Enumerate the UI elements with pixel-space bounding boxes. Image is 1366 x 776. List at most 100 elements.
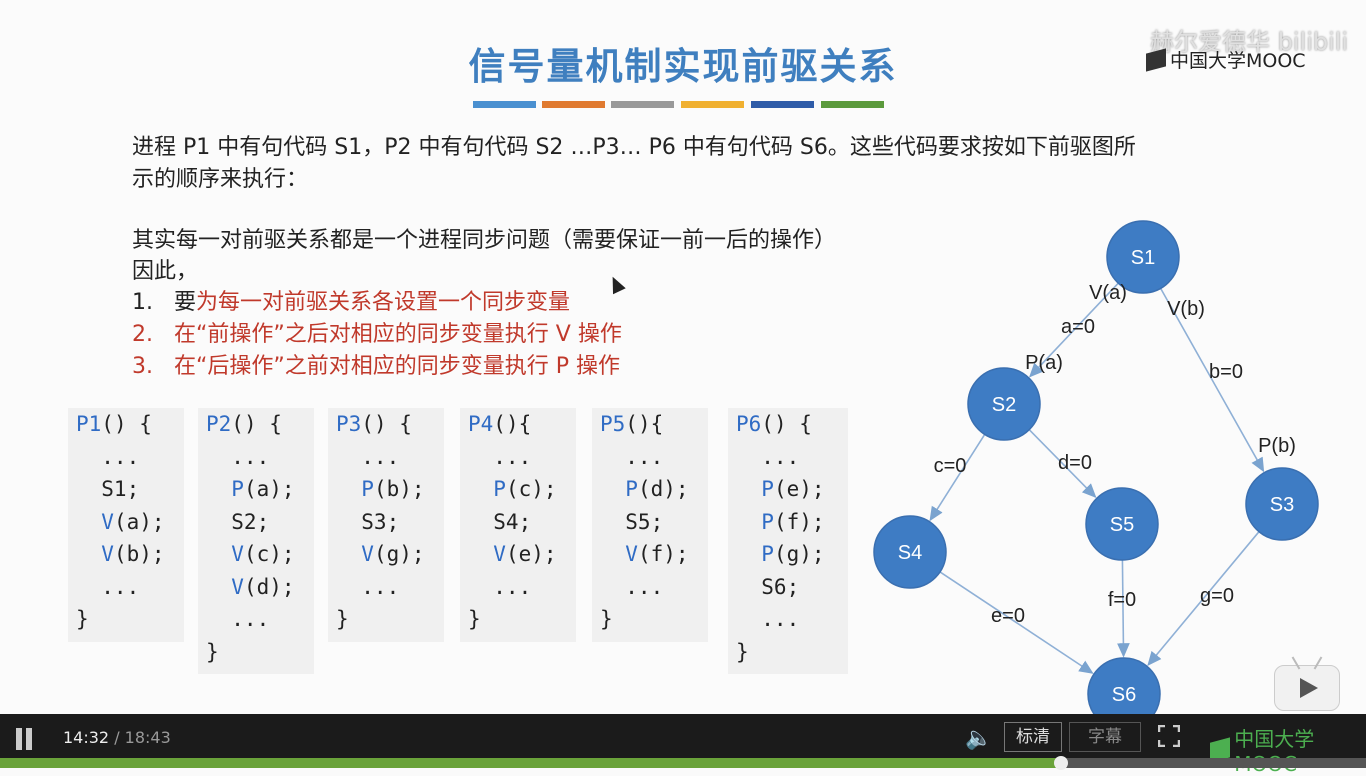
- code-line: ...: [206, 444, 270, 469]
- semaphore-op: V: [231, 574, 244, 599]
- edge-s5-s6: [1117, 559, 1130, 658]
- code-block-p4: P4(){ ... P(c); S4; V(e); ...}: [460, 408, 576, 642]
- code-line: S1;: [76, 477, 140, 501]
- mooc-logo-top: 中国大学MOOC: [1146, 46, 1306, 73]
- edge-label: P(b): [1258, 435, 1296, 457]
- semaphore-op: P: [761, 509, 774, 534]
- pause-icon-bar-right: [26, 728, 32, 750]
- code-line: P(a);: [231, 477, 295, 501]
- semaphore-op: V: [231, 542, 244, 566]
- code-line: ...: [206, 607, 270, 631]
- intro-line-2: 示的顺序来执行：: [132, 167, 309, 192]
- step-prefix: 要: [173, 290, 196, 315]
- step-highlight: 在“后操作”之前对相应的同步变量执行 P 操作: [173, 354, 621, 379]
- code-brace: () {: [761, 412, 812, 436]
- title-color-bar: [542, 101, 605, 108]
- semaphore-op: P: [761, 542, 774, 566]
- semaphore-op: P: [361, 477, 374, 501]
- play-button[interactable]: [1274, 656, 1340, 711]
- code-close-brace: }: [206, 639, 219, 664]
- code-line: V(c);: [231, 542, 295, 566]
- node-label-s1: S1: [1131, 247, 1155, 269]
- edge-s1-s2: [1029, 282, 1119, 378]
- code-block-p6: P6() { ... P(e); P(f); P(g); S6; ...}: [728, 408, 848, 674]
- code-block-p3: P3() { ... P(b); S3; V(g); ...}: [328, 408, 444, 642]
- intro-line-1: 进程 P1 中有句代码 S1，P2 中有句代码 S2 …P3… P6 中有句代码…: [132, 135, 1136, 160]
- quality-button[interactable]: 标清: [1004, 722, 1062, 752]
- progress-bar[interactable]: [0, 756, 1366, 770]
- code-close-brace: }: [600, 607, 613, 631]
- title-color-bar: [821, 101, 884, 108]
- pause-button[interactable]: [14, 728, 34, 750]
- code-block-p2: P2() { ... P(a); S2; V(c); V(d); ...}: [198, 408, 314, 674]
- code-line: P(b);: [361, 477, 425, 501]
- slide: 信号量机制实现前驱关系 赫尔爱德华 bilibili 中国大学MOOC 进程 P…: [68, 28, 1349, 714]
- node-s1: [1106, 220, 1180, 294]
- code-block-p5: P5(){ ... P(d); S5; V(f); ...}: [592, 408, 708, 642]
- node-label-s2: S2: [992, 394, 1016, 416]
- code-line: V(d);: [231, 574, 295, 599]
- node-s2: [967, 367, 1041, 441]
- semaphore-op: V: [361, 542, 374, 566]
- code-line: ...: [336, 574, 400, 599]
- code-line: S2;: [206, 509, 270, 534]
- code-line: V(f);: [625, 542, 689, 566]
- code-line: P(c);: [493, 477, 557, 501]
- code-line: ...: [336, 444, 400, 469]
- code-header: P4(){: [468, 408, 576, 441]
- code-line: P(e);: [761, 477, 825, 501]
- code-line: S6;: [736, 574, 800, 599]
- code-header: P2() {: [206, 408, 314, 441]
- code-line: V(g);: [361, 542, 425, 566]
- code-close-brace: }: [468, 607, 481, 631]
- progress-knob[interactable]: [1054, 756, 1069, 770]
- step-number: 3.: [132, 354, 153, 379]
- code-close-brace: }: [736, 639, 749, 664]
- edge-label: g=0: [1200, 585, 1234, 607]
- bilibili-watermark: 赫尔爱德华 bilibili: [1150, 28, 1349, 56]
- step-highlight: 为每一对前驱关系各设置一个同步变量: [196, 290, 571, 315]
- code-header: P6() {: [736, 408, 848, 441]
- edge-label: V(a): [1089, 282, 1127, 304]
- mooc-brand-text: 中国大学MOOC: [1234, 727, 1315, 776]
- node-s3: [1245, 467, 1319, 541]
- edge-s2-s5: [1028, 429, 1097, 499]
- title-color-bar: [751, 101, 814, 108]
- code-line: V(b);: [101, 542, 165, 566]
- process-name: P5: [600, 412, 626, 436]
- code-block-p1: P1() { ... S1; V(a); V(b); ...}: [68, 408, 184, 642]
- subtitle-button[interactable]: 字幕: [1069, 722, 1141, 752]
- process-name: P2: [206, 412, 232, 436]
- code-header: P5(){: [600, 408, 708, 441]
- process-name: P4: [468, 412, 494, 436]
- code-line: ...: [736, 444, 800, 469]
- code-close-brace: }: [336, 607, 349, 631]
- code-line: P(f);: [761, 509, 825, 534]
- mooc-brand: 中国大学MOOC: [1210, 723, 1366, 776]
- node-s4: [873, 515, 947, 589]
- code-brace: () {: [231, 412, 282, 436]
- step-2: 2. 在“前操作”之后对相应的同步变量执行 V 操作: [132, 319, 622, 351]
- code-line: ...: [76, 444, 140, 469]
- node-s5: [1085, 487, 1159, 561]
- fullscreen-icon[interactable]: [1158, 725, 1180, 747]
- mooc-logo-text: 中国大学MOOC: [1170, 50, 1306, 72]
- code-line: P(g);: [761, 542, 825, 566]
- node-label-s6: S6: [1112, 684, 1136, 706]
- semaphore-op: P: [761, 477, 774, 501]
- progress-fill: [0, 758, 1062, 768]
- node-label-s3: S3: [1270, 494, 1294, 516]
- title-color-bar: [611, 101, 674, 108]
- code-line: V(a);: [101, 509, 165, 534]
- volume-icon[interactable]: 🔈: [965, 726, 993, 751]
- code-line: ...: [600, 444, 664, 469]
- step-highlight: 在“前操作”之后对相应的同步变量执行 V 操作: [173, 322, 622, 347]
- step-number: 1.: [132, 290, 153, 315]
- code-brace: () {: [101, 412, 152, 436]
- code-line: S5;: [600, 509, 664, 534]
- code-close-brace: }: [76, 607, 89, 631]
- step-3: 3. 在“后操作”之前对相应的同步变量执行 P 操作: [132, 351, 620, 383]
- pause-icon-bar-left: [16, 728, 22, 750]
- semaphore-op: V: [493, 542, 506, 566]
